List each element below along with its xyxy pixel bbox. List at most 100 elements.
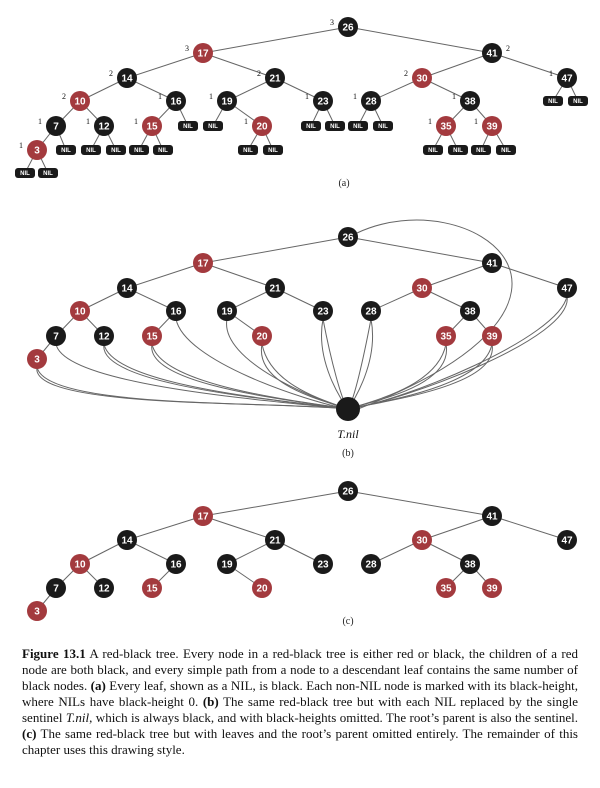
- node-key: 28: [365, 307, 377, 318]
- nil-box: [238, 145, 258, 155]
- node-15-b: 15: [142, 326, 162, 346]
- sentinel-edge: [103, 343, 349, 410]
- node-circle: [217, 554, 237, 574]
- node-circle: [313, 301, 333, 321]
- nil-text: NIL: [353, 124, 363, 130]
- node-circle: [265, 278, 285, 298]
- nil-text: NIL: [548, 99, 558, 105]
- node-key: 14: [121, 284, 133, 295]
- node-circle: [252, 578, 272, 598]
- node-19-c: 19: [217, 554, 237, 574]
- nil-box: [129, 145, 149, 155]
- node-circle: [361, 554, 381, 574]
- node-19-a: 19: [217, 91, 237, 111]
- nil-text: NIL: [476, 148, 486, 154]
- node-key: 30: [416, 284, 428, 295]
- caption-intro: A red-black tree. Every node in a red-bl…: [22, 646, 578, 693]
- nil-box: [471, 145, 491, 155]
- node-circle: [142, 116, 162, 136]
- tree-edge-b: [202, 262, 276, 289]
- nil-text: NIL: [208, 124, 218, 130]
- caption-b-text-2: , which is always black, and with black-…: [89, 710, 578, 725]
- node-circle: [482, 116, 502, 136]
- black-height-3: 1: [19, 141, 23, 150]
- nil-box: [203, 121, 223, 131]
- caption-c-label: (c): [22, 726, 37, 741]
- tree-edge-a: [347, 26, 493, 54]
- nil-box: [153, 145, 173, 155]
- nil-leaf: NIL: [373, 121, 393, 131]
- tree-edge-a: [491, 52, 568, 79]
- node-10-a: 10: [70, 91, 90, 111]
- nil-leaf: NIL: [348, 121, 368, 131]
- node-key: 15: [146, 584, 158, 595]
- sentinel-edge: [347, 343, 493, 410]
- node-key: 38: [464, 307, 476, 318]
- node-3-c: 3: [27, 601, 47, 621]
- node-circle: [27, 140, 47, 160]
- nil-text: NIL: [243, 148, 253, 154]
- nil-leaf: NIL: [543, 96, 563, 106]
- node-circle: [412, 68, 432, 88]
- node-23-c: 23: [313, 554, 333, 574]
- tree-edge-b: [491, 262, 568, 289]
- nil-leaf: NIL: [471, 145, 491, 155]
- node-key: 16: [170, 560, 182, 571]
- node-26-c: 26: [338, 481, 358, 501]
- node-circle: [94, 116, 114, 136]
- node-key: 17: [197, 512, 209, 523]
- node-key: 21: [269, 284, 281, 295]
- caption-figure-label: Figure 13.1: [22, 646, 86, 661]
- nil-leaf: NIL: [568, 96, 588, 106]
- node-3-a: 3: [27, 140, 47, 160]
- node-key: 41: [486, 49, 498, 60]
- black-height-35: 1: [428, 117, 432, 126]
- node-circle: [70, 554, 90, 574]
- node-key: 26: [342, 487, 354, 498]
- nil-leaf: NIL: [238, 145, 258, 155]
- nil-box: [448, 145, 468, 155]
- node-key: 16: [170, 307, 182, 318]
- sentinel-edge: [175, 318, 349, 410]
- node-key: 30: [416, 536, 428, 547]
- node-key: 3: [34, 355, 40, 366]
- node-key: 10: [74, 97, 86, 108]
- node-23-b: 23: [313, 301, 333, 321]
- nil-text: NIL: [428, 148, 438, 154]
- node-circle: [193, 253, 213, 273]
- node-key: 23: [317, 560, 329, 571]
- node-7-b: 7: [46, 326, 66, 346]
- node-14-b: 14: [117, 278, 137, 298]
- node-17-b: 17: [193, 253, 213, 273]
- node-19-b: 19: [217, 301, 237, 321]
- node-47-c: 47: [557, 530, 577, 550]
- node-circle: [117, 68, 137, 88]
- nil-leaf: NIL: [56, 145, 76, 155]
- node-circle: [338, 17, 358, 37]
- node-key: 17: [197, 49, 209, 60]
- nil-box: [423, 145, 443, 155]
- node-circle: [482, 506, 502, 526]
- node-41-c: 41: [482, 506, 502, 526]
- tree-edge-c: [202, 490, 349, 517]
- node-circle: [265, 68, 285, 88]
- nil-text: NIL: [453, 148, 463, 154]
- node-circle: [436, 578, 456, 598]
- node-circle: [460, 91, 480, 111]
- node-circle: [482, 253, 502, 273]
- node-circle: [436, 116, 456, 136]
- black-height-39: 1: [474, 117, 478, 126]
- node-38-b: 38: [460, 301, 480, 321]
- nil-text: NIL: [330, 124, 340, 130]
- node-circle: [338, 227, 358, 247]
- node-17-c: 17: [193, 506, 213, 526]
- black-height-7: 1: [38, 117, 42, 126]
- node-key: 47: [561, 536, 573, 547]
- tree-edge-c: [202, 515, 276, 541]
- black-height-14: 2: [109, 69, 113, 78]
- black-height-20: 1: [244, 117, 248, 126]
- node-circle: [94, 326, 114, 346]
- root-parent-edge: [356, 219, 513, 410]
